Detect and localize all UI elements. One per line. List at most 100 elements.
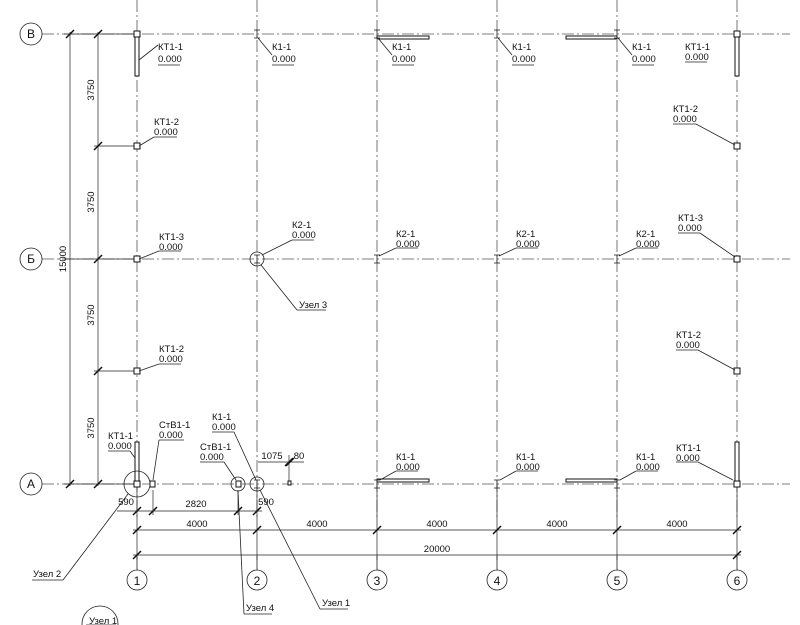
dim-horizontal-1: 4000 bbox=[186, 519, 207, 530]
axis-bubble-col-4 bbox=[486, 569, 508, 591]
label-col-b4-level: 0.000 bbox=[512, 54, 536, 65]
node-label-3: Узел 3 bbox=[299, 300, 327, 311]
node-circle-detail bbox=[81, 605, 119, 625]
label-col-a6-level: 0.000 bbox=[676, 453, 700, 464]
column-stv-2 bbox=[235, 480, 242, 488]
brace-a6 bbox=[734, 441, 740, 483]
label-col-1-146-name: КТ1-2 bbox=[154, 117, 179, 128]
label-col-a5-level: 0.000 bbox=[636, 462, 660, 473]
label-stv-2-name: СтВ1-1 bbox=[200, 442, 231, 453]
label-col-b-2-name: К2-1 bbox=[292, 220, 311, 231]
label-col-a5-name: К1-1 bbox=[636, 452, 655, 463]
column-stv-1 bbox=[149, 480, 156, 488]
axis-bubble-col-2 bbox=[246, 569, 268, 591]
label-col-b6-name: КТ1-1 bbox=[685, 42, 710, 53]
brace-b6 bbox=[734, 35, 740, 77]
axis-label-col-2: 2 bbox=[254, 574, 261, 588]
label-col-6-146-name: КТ1-2 bbox=[673, 104, 698, 115]
label-col-a1-name: КТ1-1 bbox=[108, 431, 133, 442]
label-col-b-6-level: 0.000 bbox=[678, 223, 702, 234]
vertical-dimensions: 3750 3750 3750 3750 15000 bbox=[58, 29, 137, 489]
column-6-371 bbox=[733, 367, 741, 375]
axis-bubble-row-b bbox=[19, 247, 43, 271]
dim-vertical-4: 3750 bbox=[86, 417, 97, 438]
label-col-b5-level: 0.000 bbox=[632, 54, 656, 65]
node-label-4: Узел 4 bbox=[246, 603, 274, 614]
label-col-a1-level: 0.000 bbox=[108, 441, 132, 452]
label-col-b2-name: К1-1 bbox=[272, 42, 291, 53]
dim-590-left: 590 bbox=[118, 497, 134, 508]
label-col-6-371-level: 0.000 bbox=[676, 340, 700, 351]
label-col-1-371-level: 0.000 bbox=[159, 354, 183, 365]
label-col-b3-level: 0.000 bbox=[392, 54, 416, 65]
column-labels: КТ1-1 0.000 К1-1 0.000 К1-1 0.000 К1-1 0… bbox=[108, 37, 736, 481]
label-col-b-2-level: 0.000 bbox=[292, 230, 316, 241]
axis-label-row-b: Б bbox=[27, 252, 35, 266]
column-a1 bbox=[133, 480, 141, 488]
column-b5 bbox=[614, 254, 620, 264]
axis-label-col-4: 4 bbox=[494, 574, 501, 588]
dim-horizontal-total: 20000 bbox=[424, 544, 450, 555]
column-a6 bbox=[733, 480, 741, 488]
brace-a1 bbox=[134, 441, 140, 483]
label-col-1-371-name: КТ1-2 bbox=[159, 344, 184, 355]
brace-b3 bbox=[376, 35, 430, 40]
dim-vertical-1: 3750 bbox=[86, 79, 97, 100]
axis-bubble-row-a bbox=[19, 472, 43, 496]
label-col-b-1-level: 0.000 bbox=[159, 242, 183, 253]
dim-vertical-total: 15000 bbox=[58, 246, 69, 272]
label-col-b3-name: К1-1 bbox=[392, 42, 411, 53]
dim-horizontal-3: 4000 bbox=[426, 519, 447, 530]
label-col-a2-name: К1-1 bbox=[212, 412, 231, 423]
axis-bubble-col-3 bbox=[366, 569, 388, 591]
node-label-2: Узел 2 bbox=[33, 569, 61, 580]
label-col-1-146-level: 0.000 bbox=[154, 127, 178, 138]
column-b4 bbox=[494, 254, 500, 264]
brace-b1 bbox=[134, 35, 140, 77]
node-circle-2 bbox=[123, 470, 151, 498]
label-col-6-146-level: 0.000 bbox=[673, 114, 697, 125]
label-col-b-4-level: 0.000 bbox=[516, 239, 540, 250]
label-col-6-371-name: КТ1-2 bbox=[676, 330, 701, 341]
node-circle-1 bbox=[249, 476, 265, 492]
label-col-b1-level: 0.000 bbox=[158, 54, 182, 65]
structure bbox=[133, 29, 741, 489]
column-a4 bbox=[494, 479, 500, 489]
label-col-a4-level: 0.000 bbox=[516, 462, 540, 473]
node-label-detail: Узел 1 bbox=[89, 616, 117, 625]
dim-vertical-2: 3750 bbox=[86, 191, 97, 212]
grid-lines bbox=[42, 0, 790, 520]
dim-1075: 1075 bbox=[261, 451, 282, 462]
brace-b5 bbox=[565, 35, 618, 40]
node-circles bbox=[81, 251, 265, 625]
label-col-b5-name: К1-1 bbox=[632, 42, 651, 53]
dim-vertical-3: 3750 bbox=[86, 304, 97, 325]
column-v2 bbox=[254, 29, 260, 39]
axis-label-col-1: 1 bbox=[134, 574, 141, 588]
column-b3 bbox=[374, 254, 380, 264]
column-b6 bbox=[733, 30, 741, 38]
dim-horizontal-5: 4000 bbox=[666, 519, 687, 530]
axis-bubble-col-1 bbox=[126, 569, 148, 591]
column-a5 bbox=[614, 479, 620, 489]
label-stv-1-name: СтВ1-1 bbox=[159, 420, 190, 431]
column-1-146 bbox=[133, 142, 141, 150]
label-col-b-5-level: 0.000 bbox=[636, 239, 660, 250]
label-col-a4-name: К1-1 bbox=[516, 452, 535, 463]
column-a2 bbox=[254, 479, 260, 489]
column-v5 bbox=[614, 29, 620, 39]
label-col-a2-level: 0.000 bbox=[212, 422, 236, 433]
axis-label-col-5: 5 bbox=[614, 574, 621, 588]
node-label-1: Узел 1 bbox=[322, 598, 350, 609]
column-b1 bbox=[133, 30, 141, 38]
label-col-a3-level: 0.000 bbox=[396, 462, 420, 473]
label-col-b-5-name: К2-1 bbox=[636, 229, 655, 240]
label-col-b-6-name: КТ1-3 bbox=[678, 213, 703, 224]
label-col-b1-name: КТ1-1 bbox=[158, 42, 183, 53]
dim-horizontal-2: 4000 bbox=[306, 519, 327, 530]
axis-label-col-6: 6 bbox=[734, 574, 741, 588]
label-col-a6-name: КТ1-1 bbox=[676, 443, 701, 454]
axis-bubble-col-6 bbox=[726, 569, 748, 591]
axis-label-row-v: В bbox=[27, 27, 35, 41]
